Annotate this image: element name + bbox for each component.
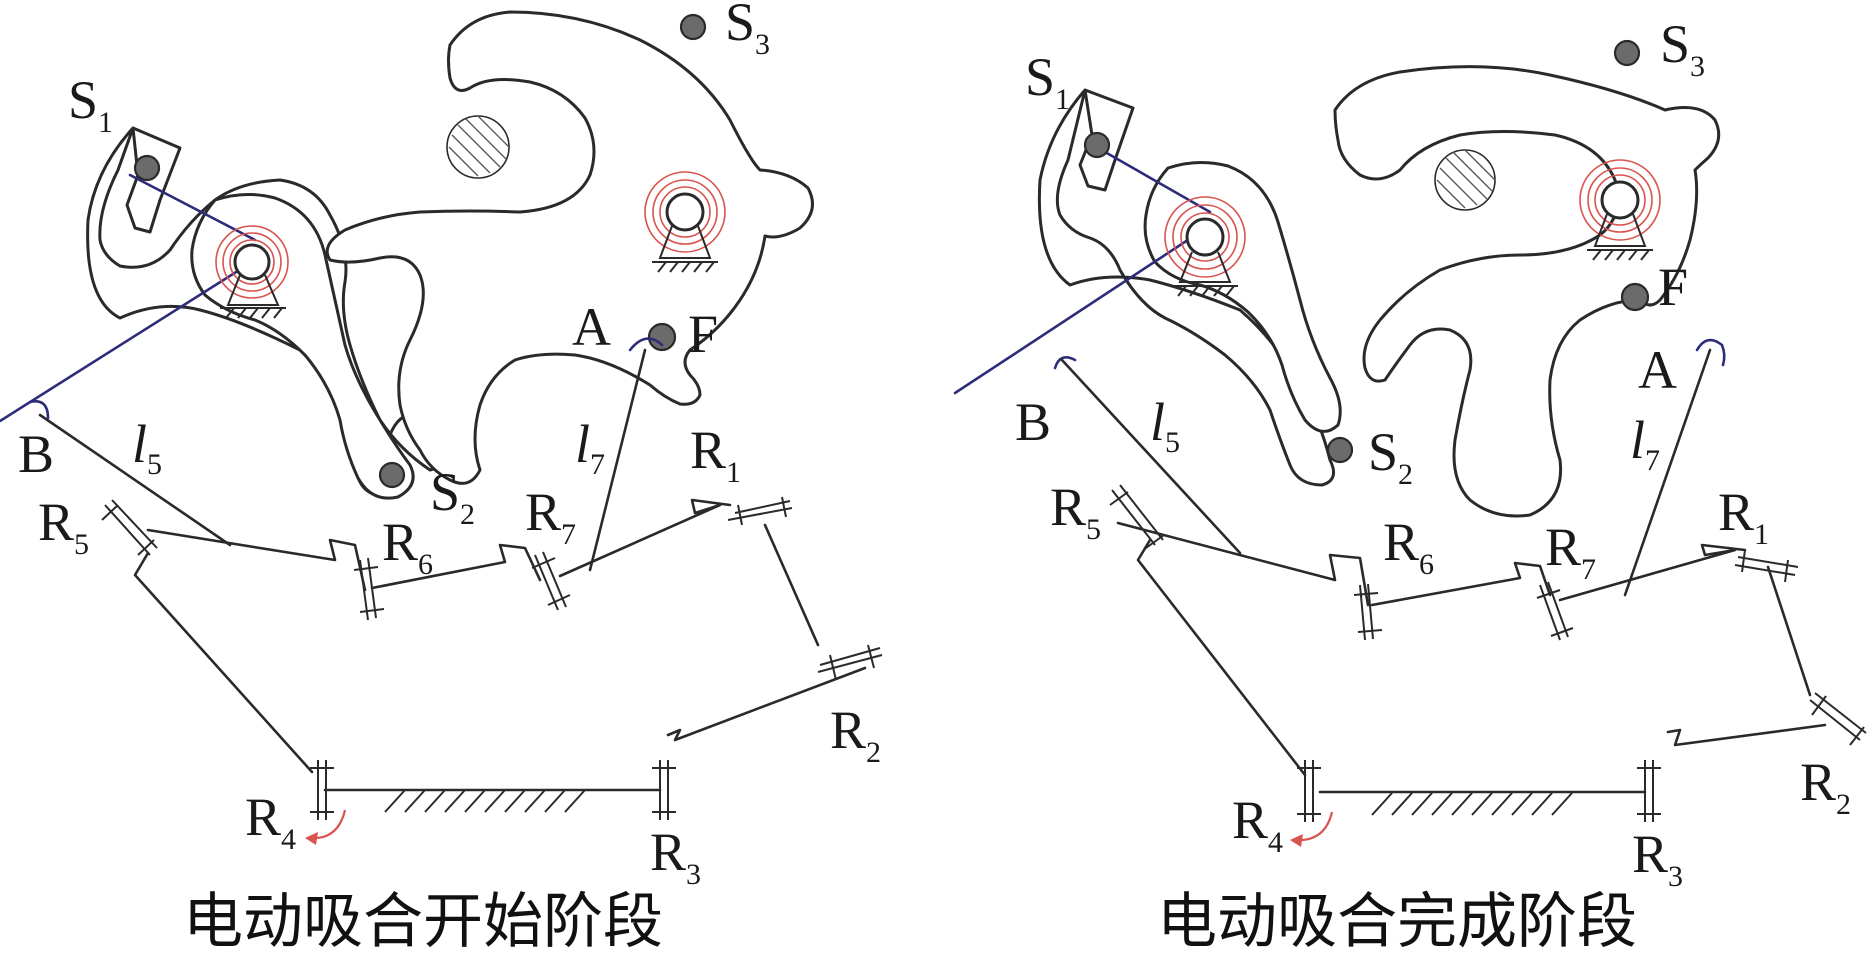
right-linkage xyxy=(1060,348,1827,794)
left-joint-R2 xyxy=(817,644,883,681)
left-panel: S1 S2 S3 A F B l5 l7 R1 R2 R3 R4 R5 R6 R… xyxy=(0,0,883,955)
left-joint-R7 xyxy=(531,551,571,611)
right-ground-hatch xyxy=(1371,792,1573,816)
right-label-R7: R7 xyxy=(1545,517,1596,586)
left-rotation-arrowhead xyxy=(305,832,318,845)
right-joint-R7 xyxy=(1536,581,1574,641)
left-label-R2: R2 xyxy=(830,700,881,769)
right-panel: S1 S2 S3 A F B l5 l7 R1 R2 R3 R4 R5 R6 R… xyxy=(953,14,1867,955)
ground-hatch-icon xyxy=(1178,251,1232,283)
left-rod-S1 xyxy=(128,173,257,242)
left-label-F: F xyxy=(688,304,718,364)
right-joints xyxy=(1109,484,1867,822)
left-pin-F xyxy=(647,322,677,352)
right-hatched-pin-hatch xyxy=(1436,149,1496,209)
left-joints xyxy=(101,496,883,820)
left-label-R5: R5 xyxy=(38,492,89,561)
right-label-S1: S1 xyxy=(1025,47,1070,116)
right-pivot-1 xyxy=(1164,196,1246,297)
right-label-S3: S3 xyxy=(1660,14,1705,83)
right-label-l7: l7 xyxy=(1630,410,1660,477)
right-joint-R2 xyxy=(1809,692,1867,746)
right-label-R3: R3 xyxy=(1632,824,1683,893)
left-joint-R1 xyxy=(727,496,793,526)
right-label-F: F xyxy=(1658,257,1688,317)
left-hatched-pin-hatch xyxy=(448,115,510,177)
ground-hatch-icon xyxy=(1593,213,1647,247)
right-joint-R3 xyxy=(1637,760,1661,822)
right-pivot-1-joint xyxy=(1185,217,1225,257)
right-joint-R6 xyxy=(1353,583,1383,641)
right-label-A: A xyxy=(1638,340,1677,400)
left-label-R3: R3 xyxy=(650,822,701,891)
left-joint-R5 xyxy=(101,499,158,556)
right-rotation-arrowhead xyxy=(1290,834,1303,847)
right-arc-A xyxy=(1695,338,1726,367)
right-label-B: B xyxy=(1015,392,1051,452)
left-label-S3: S3 xyxy=(725,0,770,61)
left-linkage xyxy=(38,348,867,792)
left-label-l5: l5 xyxy=(132,414,162,481)
right-pin-F xyxy=(1620,282,1650,312)
right-label-R2: R2 xyxy=(1800,752,1851,821)
right-arc-B xyxy=(1053,356,1077,370)
left-label-R1: R1 xyxy=(690,420,741,489)
right-pin-S3 xyxy=(1613,39,1641,67)
left-hatched-pin xyxy=(446,115,510,179)
left-cam-body xyxy=(325,10,814,485)
right-pivot-2 xyxy=(1579,159,1661,261)
right-caption: 电动吸合完成阶段 xyxy=(1157,887,1637,955)
left-label-A: A xyxy=(572,297,611,357)
right-pin-S2 xyxy=(1326,436,1354,464)
right-pin-S1 xyxy=(1083,131,1111,159)
left-pivot-1-joint xyxy=(233,243,271,281)
right-label-l5: l5 xyxy=(1150,392,1180,459)
left-ground-hatch xyxy=(384,789,586,813)
left-arc-A xyxy=(628,337,664,352)
left-joint-R3 xyxy=(652,760,676,820)
left-pin-S2 xyxy=(378,461,406,489)
left-pivot-2 xyxy=(644,171,726,273)
left-label-S1: S1 xyxy=(68,70,113,139)
right-cam-body xyxy=(1333,65,1721,518)
ground-hatch-icon xyxy=(658,225,712,259)
left-joint-R4 xyxy=(310,760,334,820)
left-label-l7: l7 xyxy=(575,414,605,481)
right-pivot-2-joint xyxy=(1600,180,1640,220)
left-pivot-1 xyxy=(215,225,289,319)
right-label-R4: R4 xyxy=(1232,790,1283,859)
left-rod-B xyxy=(0,260,254,423)
left-pin-S1 xyxy=(133,154,161,182)
left-label-S2: S2 xyxy=(430,462,475,531)
left-caption: 电动吸合开始阶段 xyxy=(183,887,663,955)
right-rod-S1 xyxy=(1096,146,1212,214)
left-label-B: B xyxy=(18,424,54,484)
left-pin-S3 xyxy=(679,13,707,41)
left-label-R7: R7 xyxy=(525,482,576,551)
left-joint-R6 xyxy=(353,557,385,621)
ground-hatch-icon xyxy=(226,274,280,306)
left-label-R4: R4 xyxy=(245,787,296,856)
left-label-R6: R6 xyxy=(382,512,433,581)
right-joint-R4 xyxy=(1297,760,1321,822)
left-arc-B xyxy=(28,400,50,420)
right-rod-B xyxy=(953,230,1202,395)
right-label-S2: S2 xyxy=(1368,422,1413,491)
right-hatched-pin xyxy=(1434,149,1496,211)
right-label-R6: R6 xyxy=(1383,512,1434,581)
right-label-R1: R1 xyxy=(1718,482,1769,551)
right-label-R5: R5 xyxy=(1050,477,1101,546)
right-joint-R5 xyxy=(1109,484,1165,549)
left-pivot-2-joint xyxy=(665,192,705,232)
right-joint-R1 xyxy=(1734,549,1799,583)
